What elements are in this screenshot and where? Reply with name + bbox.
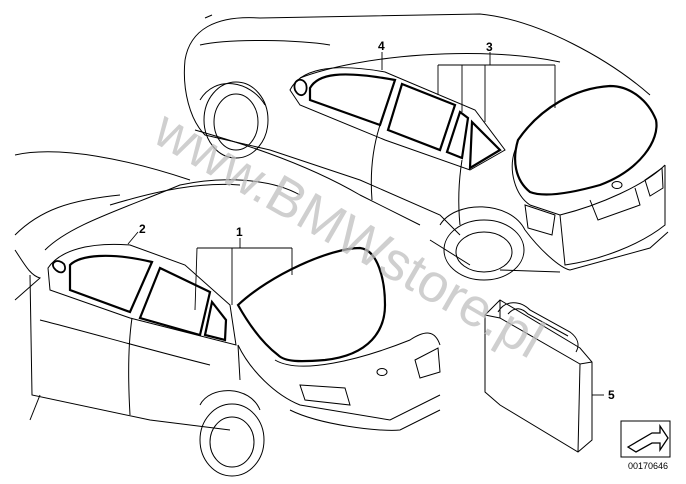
document-number: 00170646 [628, 461, 668, 471]
callout-2: 2 [139, 222, 146, 236]
callout-3: 3 [486, 40, 493, 54]
arrow-icon [620, 420, 671, 458]
callout-leaders [127, 52, 604, 396]
callout-1: 1 [236, 225, 243, 239]
tool-case-illustration [484, 299, 593, 453]
suv-illustration [183, 13, 669, 281]
callout-4: 4 [378, 39, 385, 53]
callout-5: 5 [608, 388, 615, 402]
sedan-illustration [14, 151, 441, 477]
